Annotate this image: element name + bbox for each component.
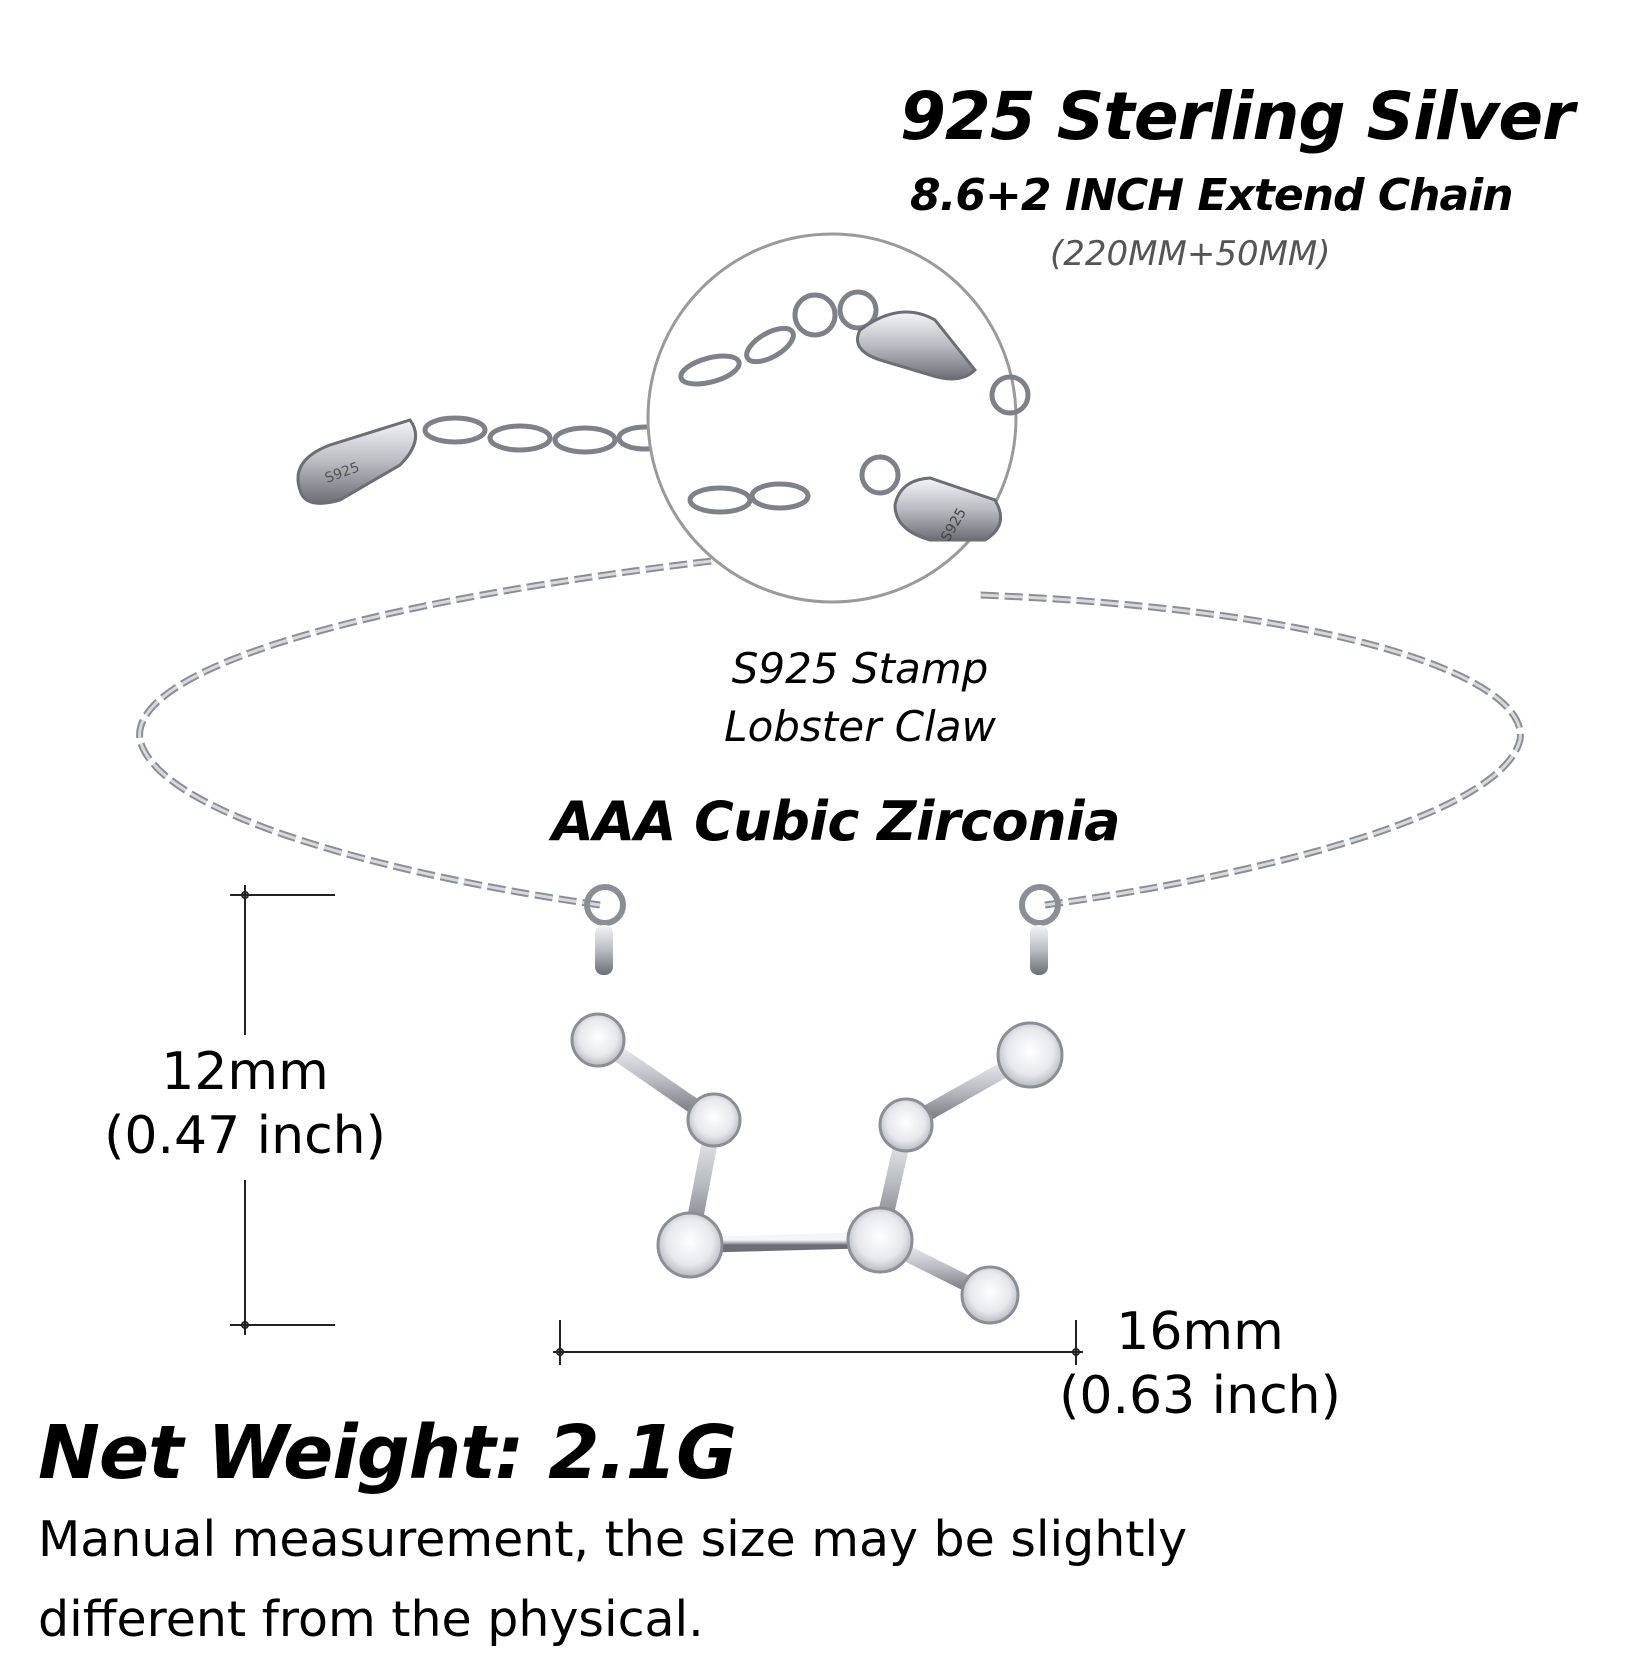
height-inch: (0.47 inch) [104,1106,386,1166]
stone-label: AAA Cubic Zirconia [552,790,1121,853]
chain-length: 8.6+2 INCH Extend Chain [910,170,1514,221]
s925-tag-icon: S925 [296,418,418,505]
height-dimension-line [230,885,335,1335]
width-mm: 16mm [1116,1302,1284,1362]
height-dimension-label: 12mm (0.47 inch) [90,1040,400,1168]
material-title: 925 Sterling Silver [900,78,1575,155]
note-line1: Manual measurement, the size may be slig… [38,1511,1188,1568]
chain-length-metric: (220MM+50MM) [1050,234,1331,274]
clasp-label-line2: Lobster Claw [724,702,996,751]
note-line2: different from the physical. [38,1591,704,1648]
extender-chain [422,415,674,455]
height-mm: 12mm [161,1042,329,1102]
width-dimension-label: 16mm (0.63 inch) [1050,1300,1350,1428]
clasp-label-line1: S925 Stamp [731,644,989,693]
constellation-pendant [570,884,1064,1325]
clasp-zoom-circle: S925 [646,232,1031,604]
width-inch: (0.63 inch) [1059,1366,1341,1426]
net-weight: Net Weight: 2.1G [38,1410,737,1496]
width-dimension-line [553,1320,1083,1365]
measurement-note: Manual measurement, the size may be slig… [38,1500,1187,1660]
clasp-label: S925 Stamp Lobster Claw [700,640,1020,756]
